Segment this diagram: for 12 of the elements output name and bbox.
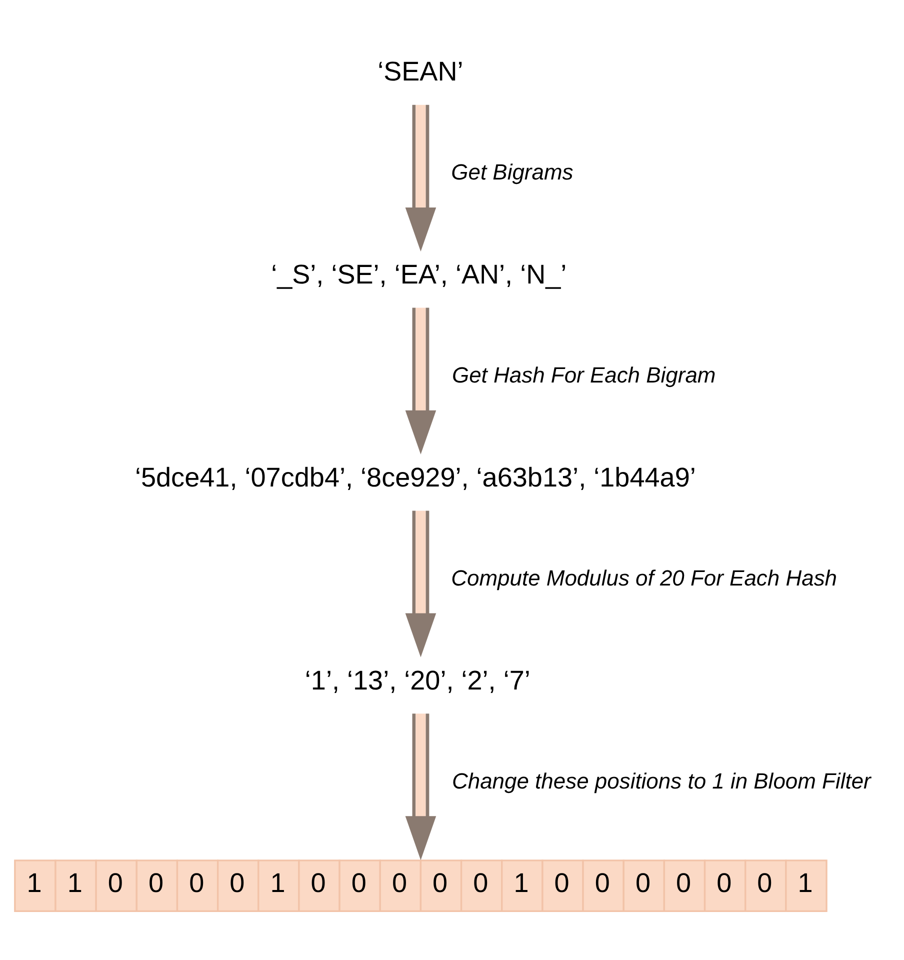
- edge-label: Change these positions to 1 in Bloom Filter: [452, 768, 871, 794]
- arrow: [405, 104, 436, 252]
- edge-label: Get Hash For Each Bigram: [452, 362, 716, 388]
- node-text: ‘_S’, ‘SE’, ‘EA’, ‘AN’, ‘N_’: [271, 260, 567, 290]
- edge-label: Compute Modulus of 20 For Each Hash: [451, 566, 838, 591]
- edge-label: Get Bigrams: [451, 160, 574, 185]
- node-text: ‘5dce41, ‘07cdb4’, ‘8ce929’, ‘a63b13’, ‘1b44a9’: [134, 462, 696, 492]
- arrow: [405, 308, 436, 454]
- arrow: [405, 714, 436, 860]
- arrow: [405, 510, 436, 658]
- node-text: ‘1’, ‘13’, ‘20’, ‘2’, ‘7’: [304, 665, 530, 696]
- node-text: ‘SEAN’: [378, 56, 464, 87]
